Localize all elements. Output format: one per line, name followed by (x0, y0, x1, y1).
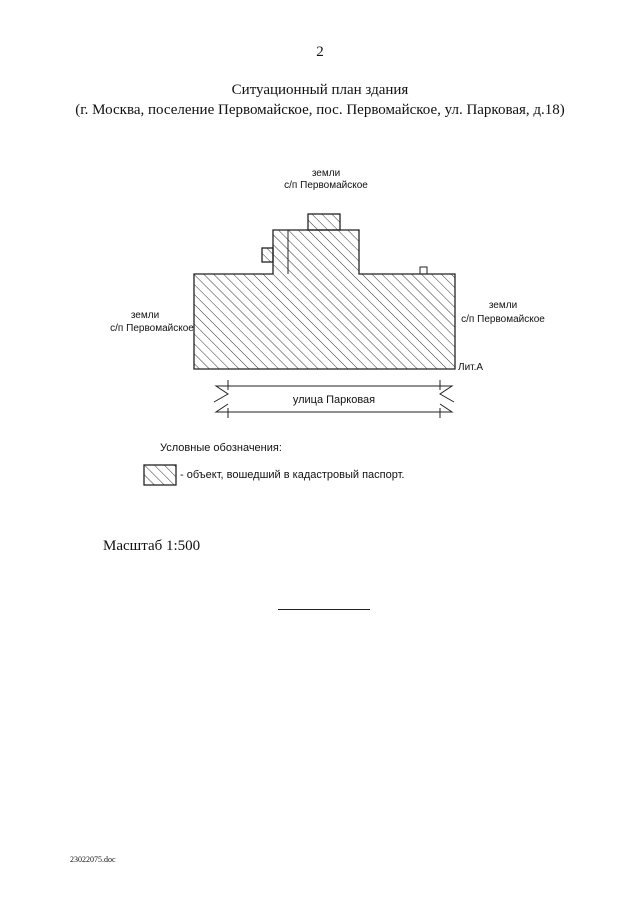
document-title: Ситуационный план здания (г. Москва, пос… (0, 80, 640, 120)
building-top-annex (307, 213, 341, 231)
divider-line (278, 609, 370, 610)
street-label: улица Парковая (293, 394, 375, 406)
building-right-notch (419, 266, 428, 274)
hatch-swatch-icon (143, 464, 177, 486)
building-left-annex (261, 247, 274, 263)
right-land-label-line1: земли (489, 300, 517, 311)
legend-title: Условные обозначения: (160, 442, 282, 454)
scale-label: Масштаб 1:500 (103, 538, 201, 554)
top-land-label-line2: с/п Первомайское (284, 180, 368, 191)
left-land-label-line2: с/п Первомайское (110, 323, 194, 334)
legend-item-text: - объект, вошедший в кадастровый паспорт… (180, 469, 405, 481)
right-land-label-line2: с/п Первомайское (461, 314, 545, 325)
page-number: 2 (316, 44, 324, 60)
street-boundary (213, 380, 455, 418)
title-line-2: (г. Москва, поселение Первомайское, пос.… (75, 102, 565, 118)
building-letter-label: Лит.А (458, 362, 483, 373)
footer-filename: 23022075.doc (70, 855, 116, 864)
situation-plan: земли с/п Первомайское земли с/п Первома… (110, 168, 545, 418)
left-land-label-line1: земли (131, 310, 159, 321)
building-footprint (193, 229, 456, 370)
title-line-1: Ситуационный план здания (231, 82, 409, 98)
top-land-label-line1: земли (312, 168, 340, 179)
